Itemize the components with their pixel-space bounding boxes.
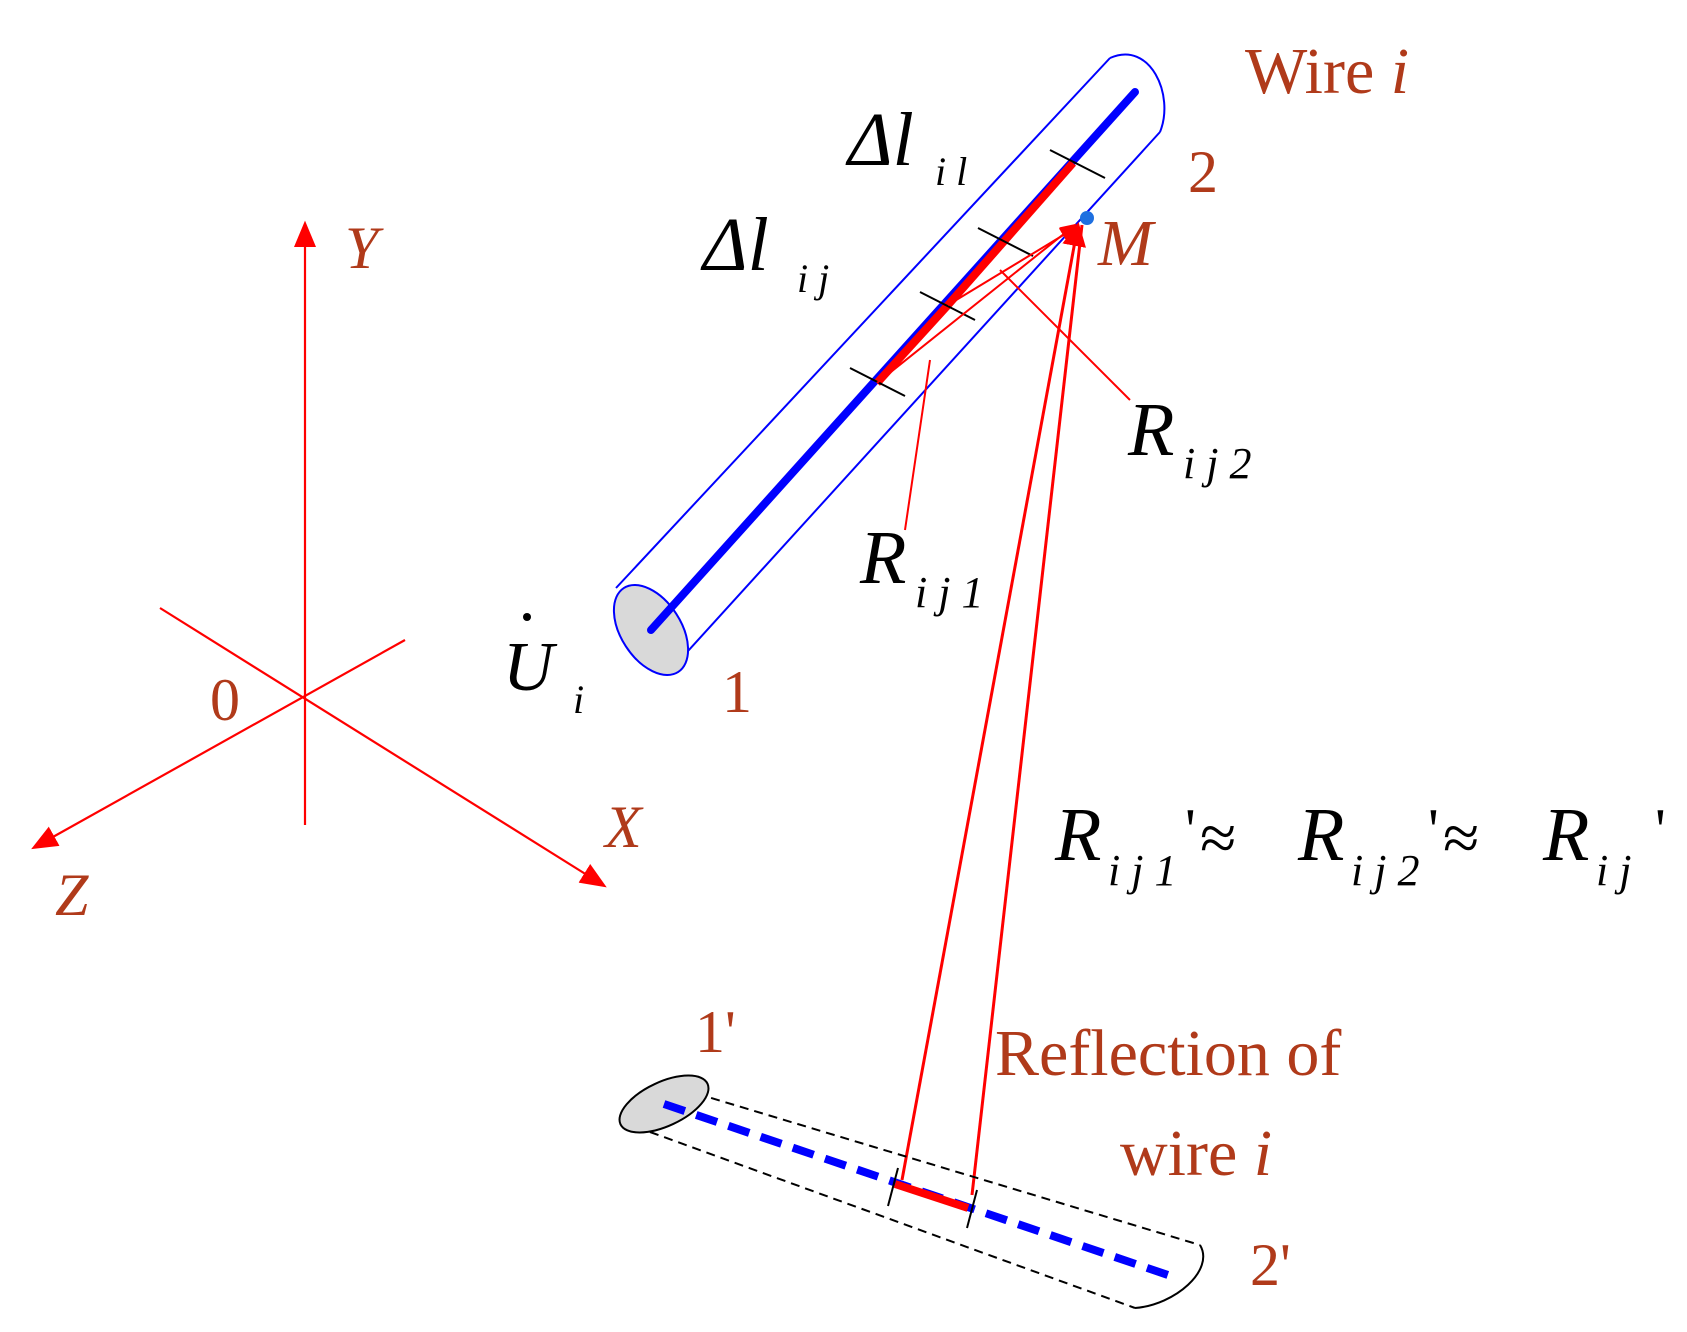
approx-r-main: R bbox=[1542, 793, 1589, 877]
reflection-label-line1: Reflection of bbox=[995, 1017, 1341, 1090]
r-ij2-leader bbox=[999, 269, 1131, 401]
approx-r1-sub: i j 1 bbox=[1108, 846, 1176, 895]
approx-r2-sub: i j 2 bbox=[1351, 846, 1419, 895]
reflection-end-cap-2 bbox=[1134, 1244, 1205, 1309]
delta-l-ij-main: Δl bbox=[700, 203, 769, 287]
delta-l-ij-sub: i j bbox=[797, 256, 829, 301]
approx-r-prime: ' bbox=[1655, 797, 1666, 863]
r-ij2-label: R i j 2 bbox=[1127, 388, 1251, 488]
r-ij1-prime-line bbox=[900, 222, 1086, 1181]
coordinate-axes: Y X Z 0 bbox=[31, 215, 644, 928]
wire-segment-lower bbox=[874, 302, 951, 386]
r-ij1-main: R bbox=[859, 516, 906, 600]
r-ij2-sub: i j 2 bbox=[1183, 439, 1251, 488]
voltage-label: U i bbox=[503, 613, 584, 722]
segment-tick bbox=[919, 291, 976, 321]
approx-r2-main: R bbox=[1297, 793, 1344, 877]
r-ij2-main: R bbox=[1127, 388, 1174, 472]
r-ij1-arrow bbox=[876, 223, 1077, 384]
segment-tick bbox=[977, 227, 1034, 257]
segment-tick bbox=[1049, 149, 1106, 179]
reflection-tick bbox=[887, 1167, 899, 1207]
wire-end-2-label: 2 bbox=[1188, 139, 1218, 205]
z-axis-label: Z bbox=[55, 862, 89, 928]
delta-l-il-main: Δl bbox=[845, 98, 914, 182]
y-axis-label: Y bbox=[345, 215, 384, 281]
approx-symbol-2: ≈ bbox=[1443, 802, 1479, 875]
reflection-axis-line bbox=[662, 1100, 1170, 1279]
origin-label: 0 bbox=[210, 667, 240, 733]
r-ij1-label: R i j 1 bbox=[859, 516, 983, 617]
voltage-sub: i bbox=[573, 677, 584, 722]
cylinder-end-cap-2 bbox=[1109, 53, 1166, 133]
voltage-main: U bbox=[503, 629, 558, 706]
x-axis-line bbox=[159, 607, 607, 888]
x-axis-label: X bbox=[603, 794, 644, 860]
approx-r2-prime: ' bbox=[1428, 797, 1439, 863]
wire-label-text: Wire i bbox=[1245, 35, 1409, 108]
r-ij2-arrow bbox=[947, 226, 1077, 306]
wire-cylinder bbox=[612, 53, 1166, 677]
delta-l-ij-label: Δl i j bbox=[700, 203, 829, 301]
delta-l-il-label: Δl i l bbox=[845, 98, 967, 194]
distance-arrows bbox=[876, 222, 1131, 1196]
approximation-formula: R i j 1 ' ≈ R i j 2 ' ≈ R i j ' bbox=[1054, 793, 1666, 895]
delta-l-il-sub: i l bbox=[935, 149, 967, 194]
r-ij2-prime-line bbox=[970, 224, 1084, 1196]
wire-end-1-label: 1 bbox=[722, 659, 752, 725]
reflection-label-line2: wire i bbox=[1120, 1117, 1272, 1190]
reflection-tick bbox=[966, 1189, 978, 1229]
point-m-label: M bbox=[1097, 207, 1157, 280]
reflection-segment bbox=[893, 1180, 970, 1212]
r-ij1-sub: i j 1 bbox=[915, 568, 983, 617]
approx-r1-prime: ' bbox=[1185, 797, 1196, 863]
reflection-cylinder bbox=[618, 1074, 1205, 1309]
reflection-edge-top bbox=[667, 1084, 1201, 1246]
approx-symbol-1: ≈ bbox=[1200, 802, 1236, 875]
voltage-dot bbox=[523, 613, 531, 621]
wire-segment-upper bbox=[944, 160, 1077, 308]
reflection-edge-bottom bbox=[649, 1131, 1136, 1309]
approx-r-sub: i j bbox=[1596, 846, 1631, 895]
r-ij1-leader bbox=[904, 359, 931, 531]
z-axis-line bbox=[31, 639, 406, 850]
reflection-end-2-label: 2' bbox=[1250, 1232, 1291, 1298]
reflection-end-1-label: 1' bbox=[695, 999, 736, 1065]
point-m-dot bbox=[1080, 211, 1094, 225]
approx-r1-main: R bbox=[1054, 793, 1101, 877]
wire-label: Wire i bbox=[1245, 35, 1409, 108]
cylinder-edge-top bbox=[615, 57, 1111, 589]
